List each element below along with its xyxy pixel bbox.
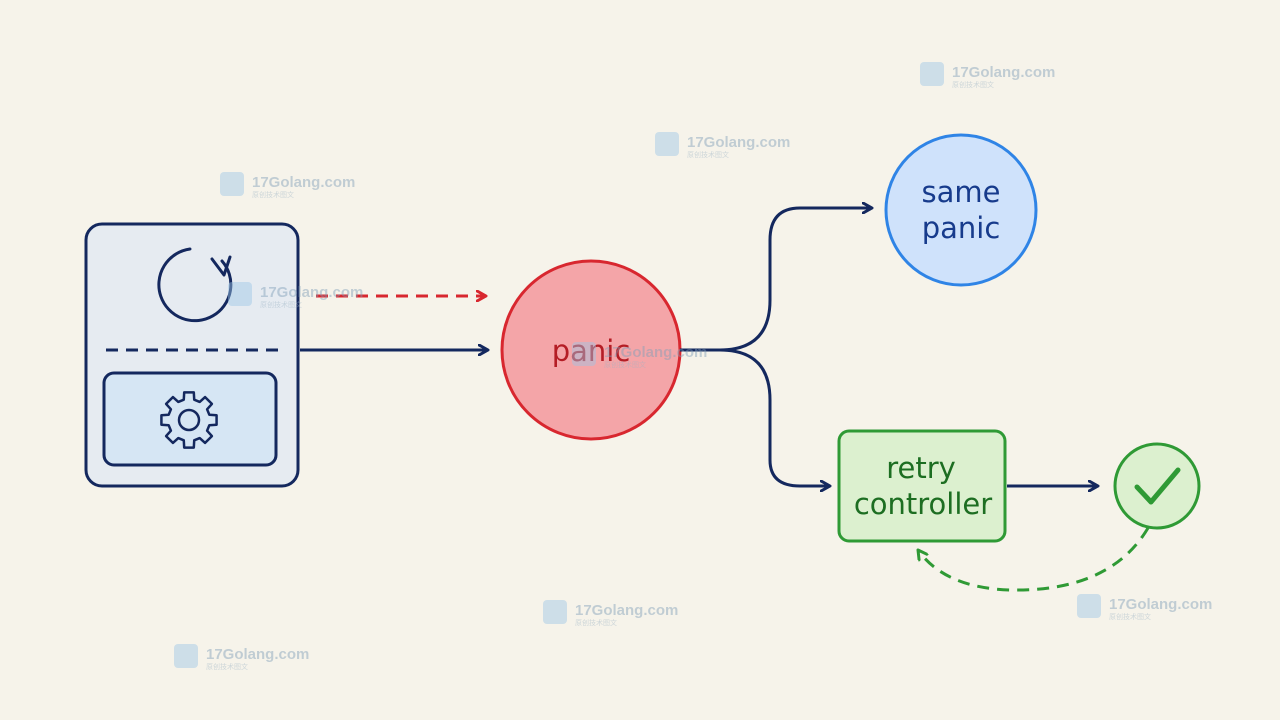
watermark-text: 17Golang.com xyxy=(260,284,363,301)
watermark-subtext: 原创技术图文 xyxy=(1109,612,1151,621)
same-panic-label-line1: same xyxy=(922,175,1001,209)
watermark-text: 17Golang.com xyxy=(206,646,309,663)
watermark-subtext: 原创技术图文 xyxy=(604,360,646,369)
panic-label: panic xyxy=(552,334,631,368)
retry-controller-node: retry controller xyxy=(837,429,1007,543)
watermark-text: 17Golang.com xyxy=(575,602,678,619)
watermark-logo-icon xyxy=(228,282,252,306)
watermark-subtext: 原创技术图文 xyxy=(952,80,994,89)
watermarks: 17Golang.com原创技术图文17Golang.com原创技术图文17Go… xyxy=(174,62,1212,671)
retry-loop-arrow xyxy=(918,527,1150,592)
watermark-text: 17Golang.com xyxy=(604,344,707,361)
watermark-text: 17Golang.com xyxy=(952,64,1055,81)
retry-controller-label-line1: retry xyxy=(886,451,956,485)
watermark-subtext: 原创技术图文 xyxy=(206,662,248,671)
success-node xyxy=(1113,442,1201,530)
watermark-logo-icon xyxy=(1077,594,1101,618)
watermark-logo-icon xyxy=(572,342,596,366)
same-panic-label-line2: panic xyxy=(922,211,1001,245)
watermark-logo-icon xyxy=(920,62,944,86)
watermark-subtext: 原创技术图文 xyxy=(687,150,729,159)
watermark-text: 17Golang.com xyxy=(252,174,355,191)
same-panic-node: same panic xyxy=(884,133,1038,287)
config-box xyxy=(102,371,278,467)
check-icon xyxy=(1134,467,1181,505)
watermark-text: 17Golang.com xyxy=(687,134,790,151)
service-panel xyxy=(84,222,300,488)
branch-to-same-panic xyxy=(680,208,872,352)
watermark-subtext: 原创技术图文 xyxy=(260,300,302,309)
branch-to-retry-controller xyxy=(719,348,830,486)
watermark-subtext: 原创技术图文 xyxy=(575,618,617,627)
watermark-logo-icon xyxy=(543,600,567,624)
watermark-logo-icon xyxy=(220,172,244,196)
refresh-icon xyxy=(157,247,233,323)
watermark-logo-icon xyxy=(174,644,198,668)
watermark-subtext: 原创技术图文 xyxy=(252,190,294,199)
watermark-logo-icon xyxy=(655,132,679,156)
watermark-text: 17Golang.com xyxy=(1109,596,1212,613)
retry-controller-label-line2: controller xyxy=(854,487,992,521)
gear-icon xyxy=(160,391,218,449)
